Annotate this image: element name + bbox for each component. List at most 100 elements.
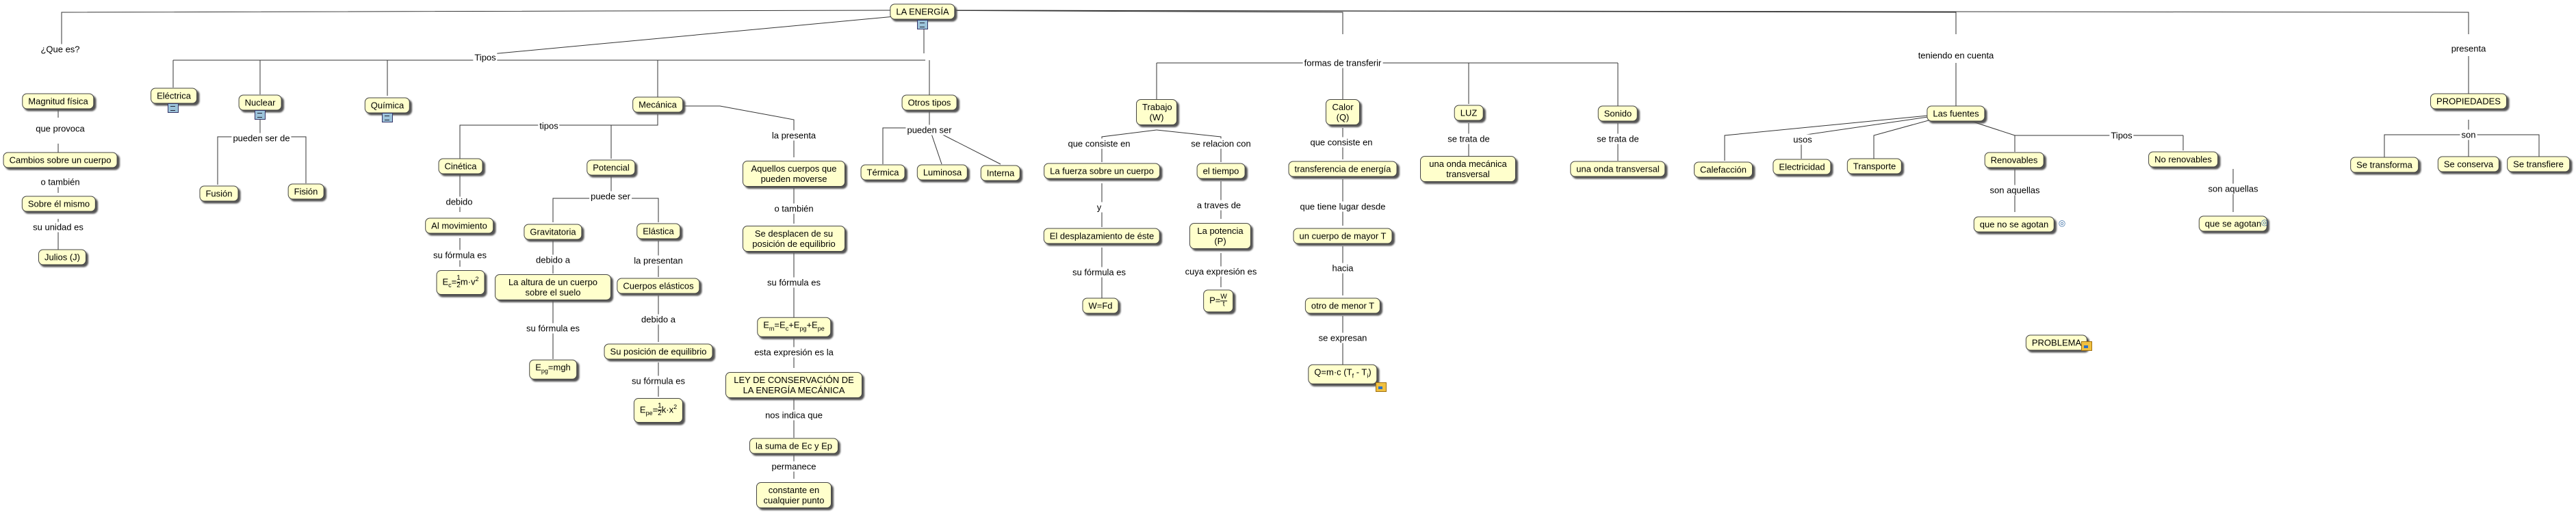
node-no-renovables[interactable]: No renovables — [2148, 151, 2218, 168]
node-sobre-mismo[interactable]: Sobre él mismo — [21, 196, 96, 212]
node-constante[interactable]: constante en cualquier punto — [756, 482, 832, 508]
label-debido-a-2: debido a — [640, 314, 677, 325]
doc-icon[interactable] — [917, 20, 928, 29]
image-icon[interactable] — [2081, 341, 2092, 351]
label-su-formula-3: su fórmula es — [630, 375, 687, 386]
label-su-formula-1: su fórmula es — [431, 250, 489, 261]
node-fusion[interactable]: Fusión — [199, 185, 239, 202]
label-la-presenta: la presenta — [770, 130, 818, 141]
node-otros-tipos[interactable]: Otros tipos — [901, 94, 957, 111]
node-el-tiempo[interactable]: el tiempo — [1196, 163, 1246, 179]
node-cambios[interactable]: Cambios sobre un cuerpo — [3, 152, 118, 168]
label-debido-a-1: debido a — [534, 254, 571, 265]
label-tipos: Tipos — [473, 52, 498, 63]
label-debido: debido — [444, 196, 474, 207]
label-cuya-expresion: cuya expresión es — [1183, 266, 1259, 277]
node-interna[interactable]: Interna — [980, 165, 1021, 181]
node-posicion-equilibrio[interactable]: Su posición de equilibrio — [604, 343, 713, 360]
node-altura[interactable]: La altura de un cuerpo sobre el suelo — [495, 274, 611, 300]
label-esta-expresion: esta expresión es la — [753, 347, 835, 358]
node-onda-mecanica[interactable]: una onda mecánica transversal — [1420, 156, 1516, 182]
root-energia[interactable]: LA ENERGÍA — [890, 3, 955, 20]
label-que-provoca: que provoca — [34, 123, 86, 134]
formula-em[interactable]: Em=Ec+Epg+Epe — [757, 317, 831, 337]
label-su-formula-2: su fórmula es — [524, 323, 582, 334]
doc-icon[interactable] — [168, 103, 179, 113]
node-cinetica[interactable]: Cinética — [438, 158, 483, 174]
label-o-tambien-1: o también — [39, 176, 81, 187]
node-la-potencia[interactable]: La potencia (P) — [1189, 223, 1251, 249]
node-mecanica[interactable]: Mecánica — [632, 96, 683, 113]
node-fision[interactable]: Fisión — [287, 183, 324, 200]
node-menor-t[interactable]: otro de menor T — [1304, 298, 1381, 314]
formula-epg[interactable]: Epg=mgh — [529, 359, 577, 380]
node-onda-transversal[interactable]: una onda transversal — [1570, 161, 1666, 177]
node-termica[interactable]: Térmica — [860, 164, 905, 181]
image-icon[interactable] — [1376, 382, 1387, 392]
node-se-transfiere[interactable]: Se transfiere — [2507, 156, 2570, 172]
node-magnitud-fisica[interactable]: Magnitud física — [22, 93, 94, 109]
label-puede-ser: puede ser — [589, 191, 632, 202]
label-son: son — [2460, 129, 2477, 140]
node-las-fuentes[interactable]: Las fuentes — [1927, 105, 1985, 122]
web-icon[interactable]: ◎ — [2058, 218, 2066, 228]
label-tipos-mecanica: tipos — [538, 120, 560, 131]
node-ley-conservacion[interactable]: LEY DE CONSERVACIÓN DE LA ENERGÍA MECÁNI… — [725, 372, 862, 398]
node-aquellos-cuerpos[interactable]: Aquellos cuerpos que pueden moverse — [743, 161, 845, 187]
node-nuclear[interactable]: Nuclear — [238, 94, 282, 111]
node-se-agotan[interactable]: que se agotan — [2198, 215, 2268, 232]
node-trabajo[interactable]: Trabajo (W) — [1136, 99, 1177, 125]
doc-icon[interactable] — [382, 113, 393, 122]
node-calefaccion[interactable]: Calefacción — [1694, 161, 1753, 178]
label-permanece: permanece — [770, 461, 818, 472]
node-desplacen[interactable]: Se desplacen de su posición de equilibri… — [743, 226, 845, 252]
node-transporte[interactable]: Transporte — [1846, 158, 1903, 174]
node-luminosa[interactable]: Luminosa — [916, 164, 968, 181]
node-se-conserva[interactable]: Se conserva — [2437, 156, 2500, 172]
node-w-fd[interactable]: W=Fd — [1082, 298, 1119, 314]
label-que-es: ¿Que es? — [39, 44, 81, 55]
node-electrica[interactable]: Eléctrica — [151, 88, 197, 104]
label-pueden-ser-de: pueden ser de — [231, 133, 292, 144]
formula-q[interactable]: Q=m·c (Tf - Ti) — [1308, 364, 1378, 384]
node-potencial[interactable]: Potencial — [587, 159, 636, 176]
label-se-expresan: se expresan — [1317, 332, 1369, 343]
node-problema[interactable]: PROBLEMA — [2025, 334, 2088, 351]
node-luz[interactable]: LUZ — [1454, 105, 1484, 121]
node-julios[interactable]: Julios (J) — [38, 249, 87, 265]
label-presenta: presenta — [2449, 43, 2488, 54]
label-y: y — [1095, 202, 1103, 213]
node-transferencia[interactable]: transferencia de energía — [1288, 161, 1398, 177]
node-se-transforma[interactable]: Se transforma — [2350, 157, 2419, 173]
node-renovables[interactable]: Renovables — [1984, 152, 2044, 168]
label-la-presentan: la presentan — [632, 255, 684, 266]
node-cuerpos-elasticos[interactable]: Cuerpos elásticos — [617, 278, 700, 294]
node-quimica[interactable]: Química — [364, 97, 411, 114]
web-icon[interactable]: ◎ — [2261, 217, 2269, 227]
node-mayor-t[interactable]: un cuerpo de mayor T — [1293, 228, 1393, 244]
label-tipos-fuentes: Tipos — [2109, 130, 2134, 141]
node-no-se-agotan[interactable]: que no se agotan — [1973, 216, 2055, 233]
label-que-consiste-1: que consiste en — [1066, 138, 1132, 149]
label-se-trata-2: se trata de — [1595, 133, 1640, 144]
node-propiedades[interactable]: PROPIEDADES — [2430, 93, 2507, 109]
label-se-trata-1: se trata de — [1446, 133, 1491, 144]
doc-icon[interactable] — [255, 110, 266, 120]
label-son-aquellas-1: son aquellas — [1988, 185, 2042, 196]
node-calor[interactable]: Calor (Q) — [1326, 99, 1360, 125]
node-sonido[interactable]: Sonido — [1597, 105, 1638, 122]
label-o-tambien-2: o también — [773, 203, 815, 214]
label-a-traves: a traves de — [1195, 200, 1243, 211]
node-suma-ec-ep[interactable]: la suma de Ec y Ep — [749, 438, 838, 454]
node-electricidad[interactable]: Electricidad — [1773, 159, 1831, 175]
node-al-movimiento[interactable]: Al movimiento — [425, 217, 493, 234]
label-su-formula-5: su fórmula es — [1070, 267, 1128, 278]
node-elastica[interactable]: Elástica — [636, 223, 680, 239]
label-nos-indica: nos indica que — [764, 410, 824, 421]
node-desplazamiento[interactable]: El desplazamiento de éste — [1043, 228, 1161, 244]
node-fuerza[interactable]: La fuerza sobre un cuerpo — [1044, 163, 1160, 179]
node-gravitatoria[interactable]: Gravitatoria — [524, 224, 582, 240]
